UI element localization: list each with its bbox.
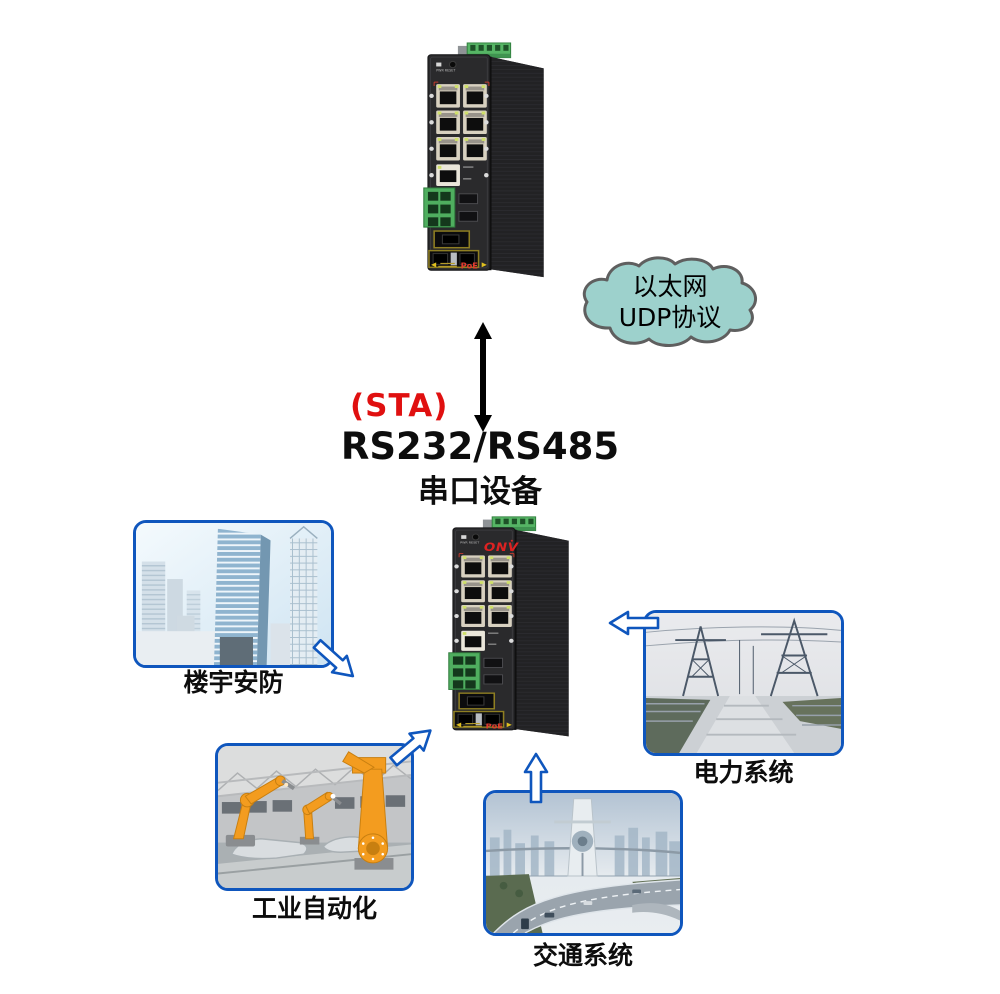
serial-device-label: 串口设备 — [418, 474, 542, 510]
onv-logo: ONV — [484, 540, 519, 554]
power-substation-photo — [646, 613, 841, 753]
poe-label-bottom-device: PoE — [486, 722, 503, 730]
power-system-label: 电力系统 — [693, 758, 794, 787]
sfp-slot — [433, 230, 471, 249]
industrial-automation-card — [215, 743, 414, 891]
industrial-automation-label: 工业自动化 — [251, 894, 377, 923]
building-photo — [136, 523, 331, 665]
cloud-line-ethernet: 以太网 — [632, 272, 708, 301]
uplink-port — [461, 630, 499, 651]
cloud-line-udp: UDP协议 — [618, 303, 722, 332]
power-system-card — [643, 610, 844, 756]
traffic-system-card — [483, 790, 683, 936]
up-down-arrow-icon — [474, 322, 492, 432]
rj45-port-block — [458, 553, 515, 628]
interface-label: RS232/RS485 — [340, 425, 620, 468]
panel-screws — [429, 93, 489, 178]
traffic-system-label: 交通系统 — [532, 941, 633, 970]
sta-label: (STA) — [350, 388, 449, 424]
industry-connector-arrow-icon — [385, 721, 438, 772]
robot-factory-photo — [218, 746, 411, 888]
cloud-protocol-text: 以太网 UDP协议 — [574, 271, 766, 333]
power-connector-arrow-icon — [608, 610, 660, 636]
switch-device-bottom: PWR RESET ONV — [448, 516, 569, 737]
switch-device-top: PWR RESET — [423, 42, 544, 278]
building-security-label: 楼宇安防 — [183, 668, 284, 697]
serial-terminal-block — [448, 652, 504, 690]
panel-screws — [454, 564, 514, 643]
rj45-port-block — [433, 81, 490, 161]
serial-terminal-block — [423, 187, 479, 228]
building-connector-arrow-icon — [308, 634, 361, 685]
traffic-connector-arrow-icon — [523, 752, 549, 804]
uplink-port — [436, 164, 474, 186]
sfp-slot — [458, 692, 496, 710]
ethernet-cloud-shape — [582, 256, 758, 347]
pwr-reset-label: PWR RESET — [460, 541, 479, 545]
poe-label-top-device: PoE — [461, 262, 478, 271]
pwr-reset-label: PWR RESET — [436, 68, 455, 72]
traffic-city-photo — [486, 793, 680, 933]
building-security-card — [133, 520, 334, 668]
